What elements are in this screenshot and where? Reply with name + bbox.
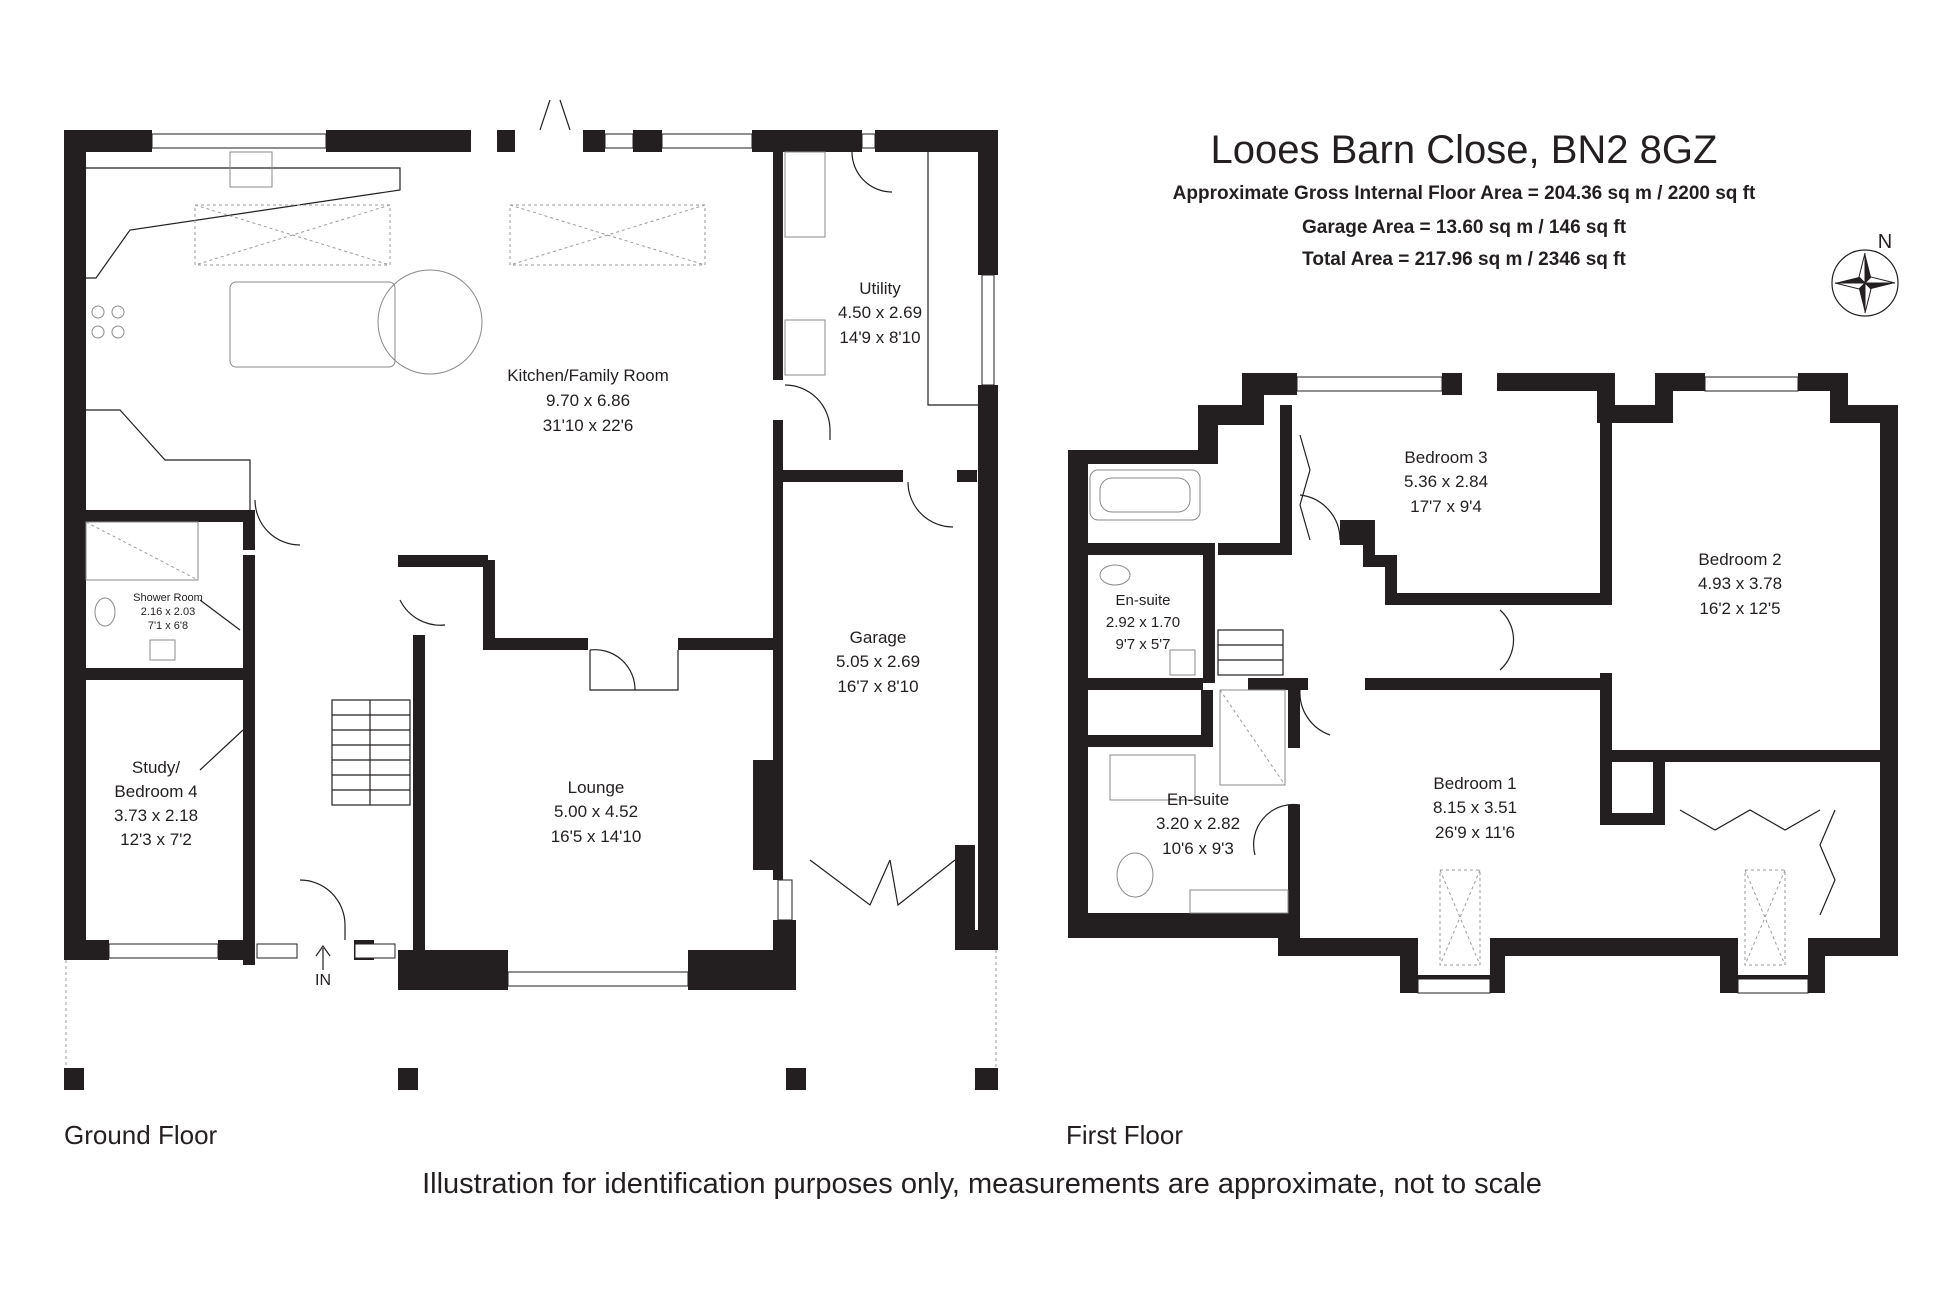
room-ensuite-2: En-suite 3.20 x 2.82 10'6 x 9'3 bbox=[1156, 790, 1240, 858]
room-lounge: Lounge 5.00 x 4.52 16'5 x 14'10 bbox=[551, 778, 642, 846]
room-name-2: Bedroom 4 bbox=[114, 782, 197, 801]
ground-floor-windows bbox=[108, 133, 995, 987]
room-imperial: 26'9 x 11'6 bbox=[1435, 823, 1515, 842]
property-title: Looes Barn Close, BN2 8GZ bbox=[1211, 128, 1718, 172]
room-name: Bedroom 1 bbox=[1433, 774, 1516, 793]
basin-icon bbox=[1109, 754, 1196, 801]
room-garage: Garage 5.05 x 2.69 16'7 x 8'10 bbox=[836, 628, 920, 696]
room-imperial: 31'10 x 22'6 bbox=[543, 416, 634, 435]
room-imperial: 10'6 x 9'3 bbox=[1162, 839, 1234, 858]
room-bed2: Bedroom 2 4.93 x 3.78 16'2 x 12'5 bbox=[1698, 550, 1782, 618]
room-imperial: 9'7 x 5'7 bbox=[1116, 636, 1171, 653]
room-imperial: 16'2 x 12'5 bbox=[1699, 599, 1780, 618]
room-study: Study/ Bedroom 4 3.73 x 2.18 12'3 x 7'2 bbox=[114, 758, 198, 849]
room-name: En-suite bbox=[1167, 790, 1229, 809]
toilet-icon bbox=[94, 597, 116, 627]
first-floor-plan: Bedroom 3 5.36 x 2.84 17'7 x 9'4 Bedroom… bbox=[1066, 373, 1898, 1150]
room-metric: 2.16 x 2.03 bbox=[141, 606, 195, 618]
toilet-icon bbox=[1116, 852, 1154, 898]
ground-floor-walls bbox=[64, 130, 998, 990]
entrance-label: IN bbox=[315, 972, 331, 989]
room-name: Study/ bbox=[132, 758, 180, 777]
room-name: Bedroom 3 bbox=[1404, 448, 1487, 467]
bath-icon bbox=[1089, 469, 1201, 521]
hob-icon bbox=[91, 305, 125, 339]
room-metric: 5.05 x 2.69 bbox=[836, 652, 920, 671]
room-name: Bedroom 2 bbox=[1698, 550, 1781, 569]
room-metric: 8.15 x 3.51 bbox=[1433, 798, 1517, 817]
terrace-posts bbox=[64, 950, 998, 1090]
room-name: Kitchen/Family Room bbox=[507, 366, 669, 385]
shower-tray-icon bbox=[1219, 689, 1286, 786]
room-imperial: 7'1 x 6'8 bbox=[148, 620, 188, 632]
room-metric: 5.36 x 2.84 bbox=[1404, 472, 1488, 491]
toilet-icon bbox=[1099, 564, 1131, 586]
room-metric: 4.50 x 2.69 bbox=[838, 303, 922, 322]
total-area-text: Total Area = 217.96 sq m / 2346 sq ft bbox=[1302, 249, 1626, 270]
first-floor-windows bbox=[1296, 376, 1809, 994]
room-name: Lounge bbox=[568, 778, 625, 797]
room-imperial: 16'5 x 14'10 bbox=[551, 827, 642, 846]
disclaimer-text: Illustration for identification purposes… bbox=[422, 1168, 1542, 1200]
basin-icon bbox=[1169, 649, 1196, 676]
room-imperial: 14'9 x 8'10 bbox=[839, 328, 920, 347]
room-metric: 5.00 x 4.52 bbox=[554, 802, 638, 821]
compass-rose-icon: N bbox=[1831, 231, 1899, 317]
entrance-arrow-icon bbox=[315, 944, 331, 970]
first-floor-label: First Floor bbox=[1066, 1120, 1183, 1150]
room-imperial: 16'7 x 8'10 bbox=[837, 677, 918, 696]
garage-area-text: Garage Area = 13.60 sq m / 146 sq ft bbox=[1302, 217, 1627, 238]
staircase-icon bbox=[1217, 629, 1284, 676]
room-metric: 2.92 x 1.70 bbox=[1106, 614, 1180, 631]
room-name: Garage bbox=[850, 628, 907, 647]
ground-floor-label: Ground Floor bbox=[64, 1120, 218, 1150]
room-kitchen: Kitchen/Family Room 9.70 x 6.86 31'10 x … bbox=[507, 366, 669, 435]
room-metric: 3.20 x 2.82 bbox=[1156, 814, 1240, 833]
room-bed3: Bedroom 3 5.36 x 2.84 17'7 x 9'4 bbox=[1404, 448, 1488, 516]
room-imperial: 12'3 x 7'2 bbox=[120, 830, 192, 849]
room-utility: Utility 4.50 x 2.69 14'9 x 8'10 bbox=[838, 279, 922, 347]
room-metric: 9.70 x 6.86 bbox=[546, 391, 630, 410]
first-floor-fixtures bbox=[1089, 434, 1836, 966]
room-name: Utility bbox=[859, 279, 901, 298]
north-label: N bbox=[1878, 231, 1892, 253]
room-name: Shower Room bbox=[133, 592, 203, 604]
room-ensuite-1: En-suite 2.92 x 1.70 9'7 x 5'7 bbox=[1106, 592, 1180, 653]
room-metric: 3.73 x 2.18 bbox=[114, 806, 198, 825]
plan-header: Looes Barn Close, BN2 8GZ Approximate Gr… bbox=[1173, 128, 1756, 270]
room-bed1: Bedroom 1 8.15 x 3.51 26'9 x 11'6 bbox=[1433, 774, 1517, 842]
room-name: En-suite bbox=[1115, 592, 1170, 609]
gross-area-text: Approximate Gross Internal Floor Area = … bbox=[1173, 183, 1756, 204]
ground-floor-fixtures bbox=[85, 99, 978, 940]
room-metric: 4.93 x 3.78 bbox=[1698, 574, 1782, 593]
staircase-icon bbox=[331, 699, 411, 806]
room-shower: Shower Room 2.16 x 2.03 7'1 x 6'8 bbox=[133, 592, 203, 632]
basin-icon bbox=[149, 639, 176, 661]
room-imperial: 17'7 x 9'4 bbox=[1410, 497, 1482, 516]
ground-floor-plan: IN Kitchen/Family Room 9.70 x 6.86 31'10… bbox=[64, 99, 998, 1150]
